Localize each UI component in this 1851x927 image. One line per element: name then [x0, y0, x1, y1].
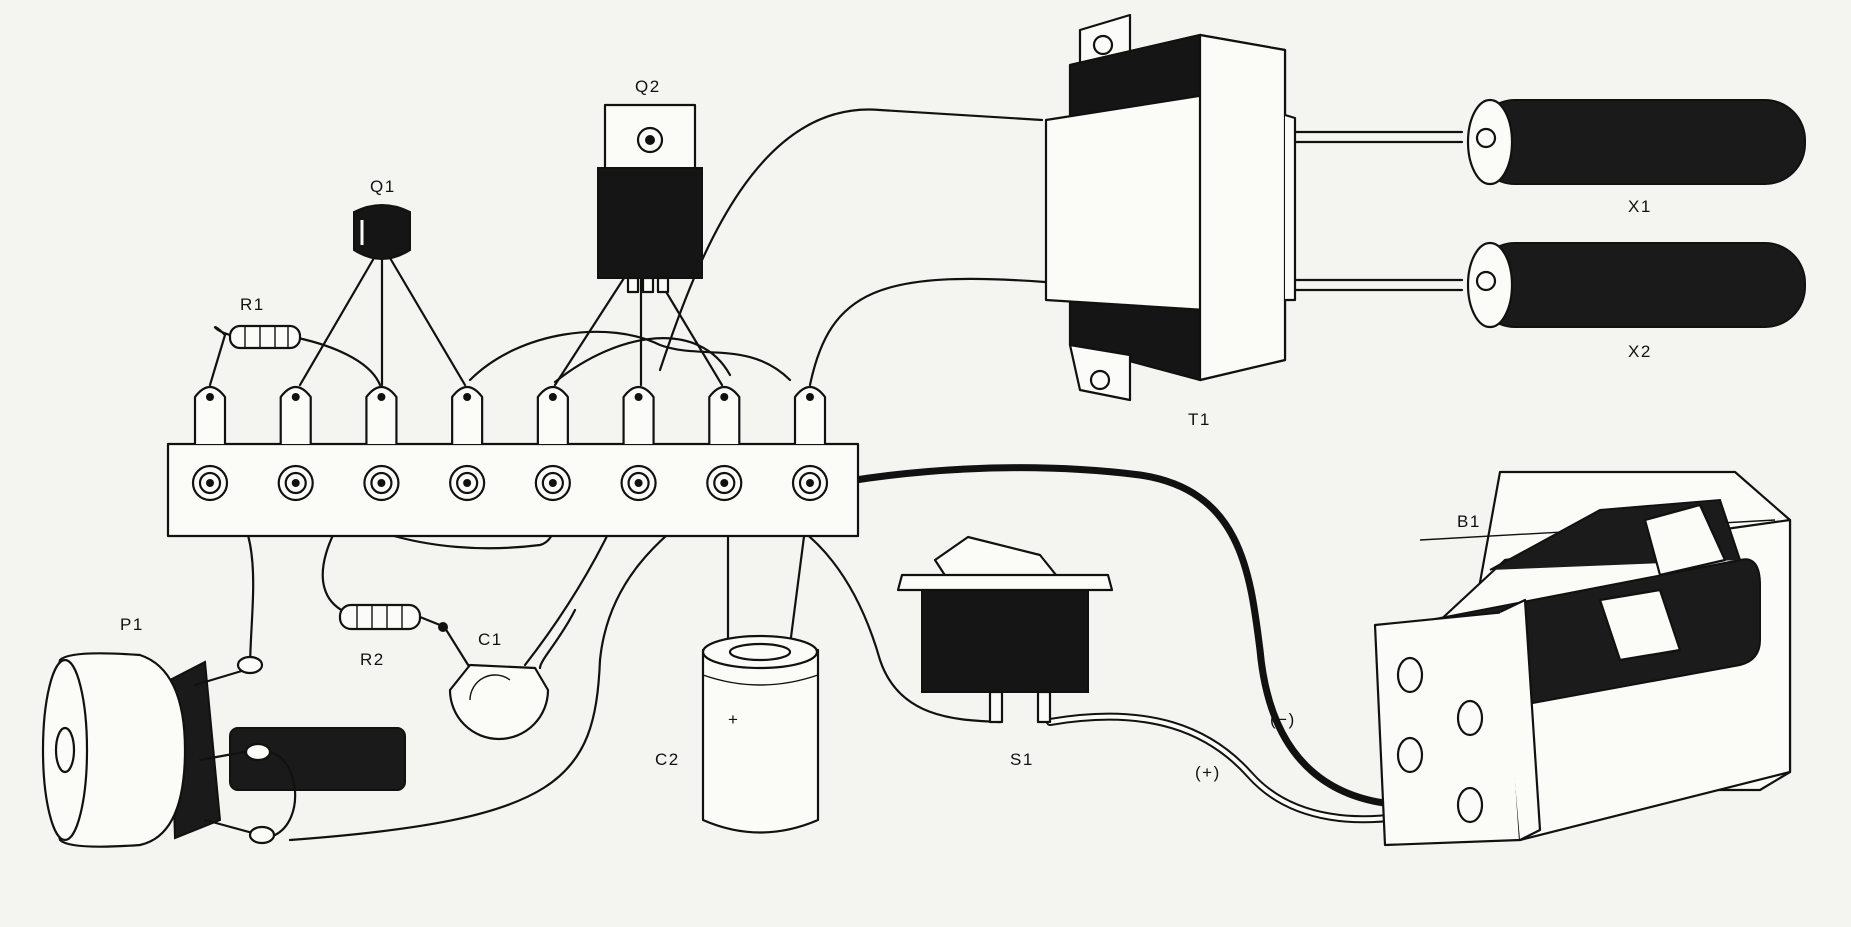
terminal-lug [793, 385, 827, 444]
terminal-screw [277, 464, 314, 502]
potentiometer-p1: P1 [41, 615, 406, 848]
b1-positive-lead-label: (+) [1195, 763, 1221, 782]
label-r1: R1 [240, 295, 265, 314]
label-q1: Q1 [370, 177, 396, 196]
x2-body [1474, 242, 1806, 328]
wires [208, 108, 1464, 842]
resistor-r2: R2 [338, 603, 448, 669]
s1-rocker [933, 535, 1062, 582]
terminal-lug-hole [548, 393, 557, 401]
terminal-lug [365, 385, 398, 444]
terminal-lug [451, 385, 484, 444]
label-s1: S1 [1010, 750, 1034, 769]
terminal-lug-hole [806, 393, 814, 401]
c2-body [701, 648, 820, 834]
label-q2: Q2 [635, 77, 661, 96]
b1-front-face [1373, 610, 1522, 847]
terminal-lug [622, 385, 655, 444]
terminal-strip-board [166, 442, 860, 538]
terminal-screw [534, 464, 571, 502]
r1-body [228, 324, 302, 350]
terminal-lug-hole [206, 393, 214, 401]
transistor-q2: Q2 [597, 77, 703, 294]
terminal-lug-hole [720, 393, 729, 401]
wire-t1-primary-a [658, 108, 1044, 372]
capacitor-c2: + C2 [655, 634, 820, 834]
wire-q1-leg-left [298, 256, 376, 387]
wire-t1-x2 [1290, 278, 1464, 292]
wire-battery-positive [1048, 714, 1442, 822]
b1-negative-lead-label: (−) [1270, 710, 1296, 729]
wire-battery-negative [806, 464, 1434, 809]
wire-q2-leg-right [654, 273, 724, 387]
q1-body [353, 204, 411, 260]
wire-jumper-top-1 [468, 330, 792, 382]
label-c2: C2 [655, 750, 680, 769]
label-p1: P1 [120, 615, 144, 634]
wire-jumper-top-2 [553, 337, 732, 384]
terminal-screw [791, 464, 829, 502]
label-c1: C1 [478, 630, 503, 649]
transformer-t1: T1 [1044, 13, 1297, 429]
terminal-lugs [193, 385, 827, 444]
terminal-screw [449, 464, 486, 502]
terminal-lug [193, 385, 227, 444]
transducer-x2: X2 [1466, 241, 1806, 361]
terminal-screw [363, 464, 400, 502]
wire-t1-x1 [1290, 130, 1464, 144]
c2-polarity-mark: + [728, 710, 739, 729]
label-x1: X1 [1628, 197, 1652, 216]
c1-body [448, 663, 550, 741]
s1-body [921, 589, 1089, 693]
transducer-x1: X1 [1466, 98, 1806, 216]
wire-t1-primary-b [808, 277, 1047, 387]
switch-s1: S1 [896, 535, 1114, 769]
terminal-lug [536, 385, 569, 444]
terminal-lug-hole [634, 393, 643, 401]
q2-body [597, 167, 703, 279]
terminal-screws [191, 464, 829, 502]
wire-r1-right [296, 336, 382, 387]
wire-q2-leg-left [553, 273, 628, 387]
battery-holder-b1: B1 (−) (+) [1195, 470, 1792, 847]
transistor-q1: Q1 [353, 177, 411, 260]
terminal-lug-hole [291, 393, 300, 401]
terminal-lug [279, 385, 312, 444]
label-b1: B1 [1457, 512, 1481, 531]
terminal-screw [706, 464, 743, 502]
terminal-screw [620, 464, 657, 502]
x1-body [1474, 99, 1806, 185]
terminal-strip [166, 385, 860, 538]
s1-bezel [896, 573, 1114, 592]
label-x2: X2 [1628, 342, 1652, 361]
terminal-screw [191, 464, 229, 502]
terminal-lug [708, 385, 741, 444]
label-t1: T1 [1188, 410, 1211, 429]
p1-shaft [229, 727, 406, 791]
resistor-r1: R1 [228, 295, 302, 350]
t1-coil [1044, 93, 1207, 312]
terminal-lug-hole [463, 393, 472, 401]
wire-q1-leg-right [388, 256, 467, 387]
label-r2: R2 [360, 650, 385, 669]
capacitor-c1: C1 [443, 608, 577, 741]
terminal-lug-hole [377, 393, 386, 401]
r2-body [338, 603, 422, 631]
wire-r1-left [208, 325, 232, 387]
